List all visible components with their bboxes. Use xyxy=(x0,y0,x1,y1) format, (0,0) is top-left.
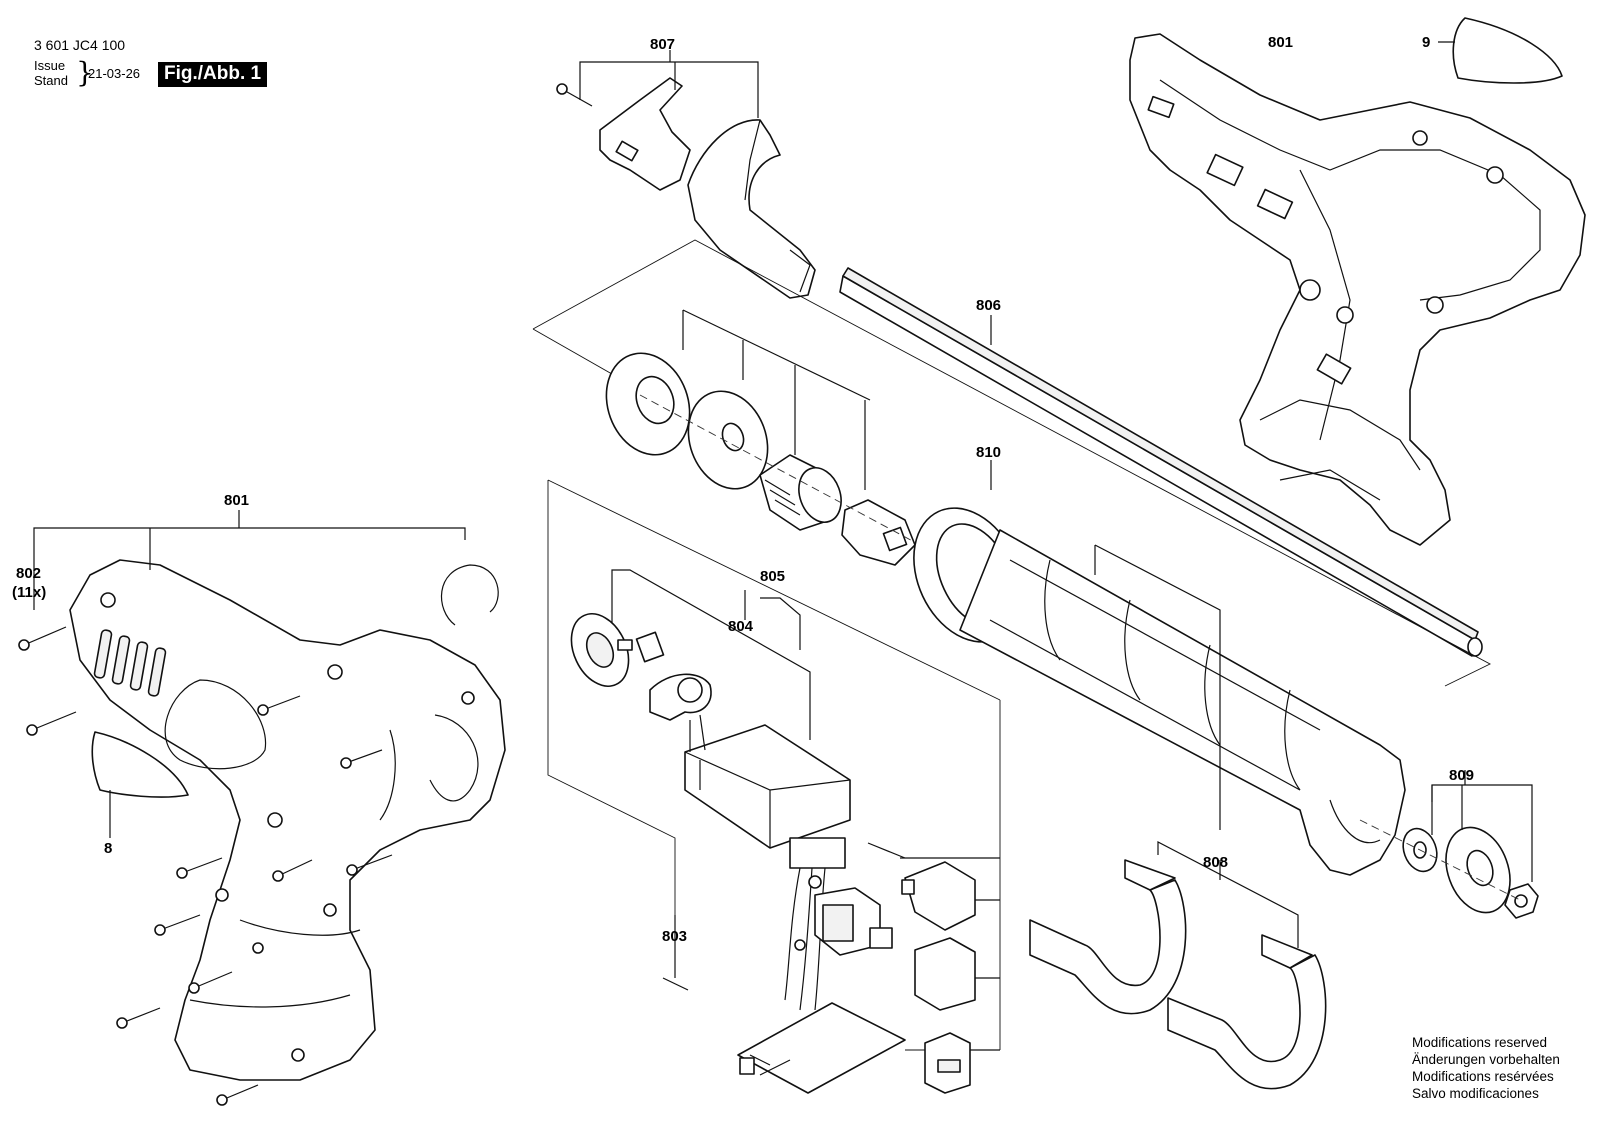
callout-807: 807 xyxy=(650,36,676,53)
callout-803: 803 xyxy=(662,928,688,945)
switch-unit xyxy=(814,887,893,956)
callout-805: 805 xyxy=(760,568,786,585)
lock-slider xyxy=(924,1032,971,1094)
modifications-note-fr: Modifications resérvées xyxy=(1412,1069,1554,1084)
document-number: 3 601 JC4 100 xyxy=(34,37,126,53)
callout-808: 808 xyxy=(1203,854,1229,871)
callout-802-quantity: (11x) xyxy=(12,584,47,601)
belt-hook-807 xyxy=(599,77,816,299)
modifications-note-de: Änderungen vorbehalten xyxy=(1412,1052,1560,1067)
modifications-note-es: Salvo modificaciones xyxy=(1412,1086,1539,1101)
modifications-note-en: Modifications reserved xyxy=(1412,1035,1548,1050)
callout-8: 8 xyxy=(104,840,113,857)
control-module xyxy=(684,714,851,849)
c-ring-clip xyxy=(440,564,499,626)
callout-802: 802 xyxy=(16,565,42,582)
stand-label: Stand xyxy=(34,73,68,88)
screw-807-small xyxy=(556,83,593,107)
cartridge-holder-810 xyxy=(913,507,1406,876)
clip-808-a xyxy=(1029,859,1187,1015)
figure-badge: Fig./Abb. 1 xyxy=(158,62,268,87)
spring-803 xyxy=(662,977,689,991)
callout-809: 809 xyxy=(1449,767,1475,784)
nameplate-8 xyxy=(91,731,189,798)
housing-half-left-801 xyxy=(69,559,506,1081)
housing-half-right-801 xyxy=(1129,33,1586,546)
brace-glyph: } xyxy=(76,56,94,89)
callout-801-housing-right: 801 xyxy=(1268,34,1294,51)
sensor-board xyxy=(649,673,712,721)
hex-nut xyxy=(1504,883,1539,919)
speed-dial-wheel xyxy=(570,613,633,687)
piston-sleeve xyxy=(841,499,916,566)
threaded-bushing xyxy=(759,454,842,531)
issue-label: Issue xyxy=(34,58,66,73)
callout-801-housing-left: 801 xyxy=(224,492,250,509)
callout-810: 810 xyxy=(976,444,1002,461)
screws-802 xyxy=(18,626,393,1106)
trigger-spring xyxy=(867,842,906,859)
issue-date: 21-03-26 xyxy=(88,66,141,81)
callout-9: 9 xyxy=(1422,34,1431,51)
trigger-button xyxy=(901,861,976,931)
washer-flat xyxy=(687,390,769,490)
washer-large xyxy=(605,352,691,456)
connector-plug xyxy=(635,631,665,663)
rocker-switch xyxy=(914,937,976,1011)
nameplate-9 xyxy=(1452,17,1563,84)
clip-808-b xyxy=(1167,934,1327,1090)
battery-contact-plate xyxy=(737,1002,906,1094)
callout-804: 804 xyxy=(728,618,754,635)
toothed-rack-806 xyxy=(839,267,1483,657)
callout-806: 806 xyxy=(976,297,1002,314)
end-disc xyxy=(1445,826,1511,914)
modifications-note: Modifications reserved Änderungen vorbeh… xyxy=(1412,1034,1560,1102)
issue-stand-labels: Issue Stand xyxy=(34,58,68,88)
